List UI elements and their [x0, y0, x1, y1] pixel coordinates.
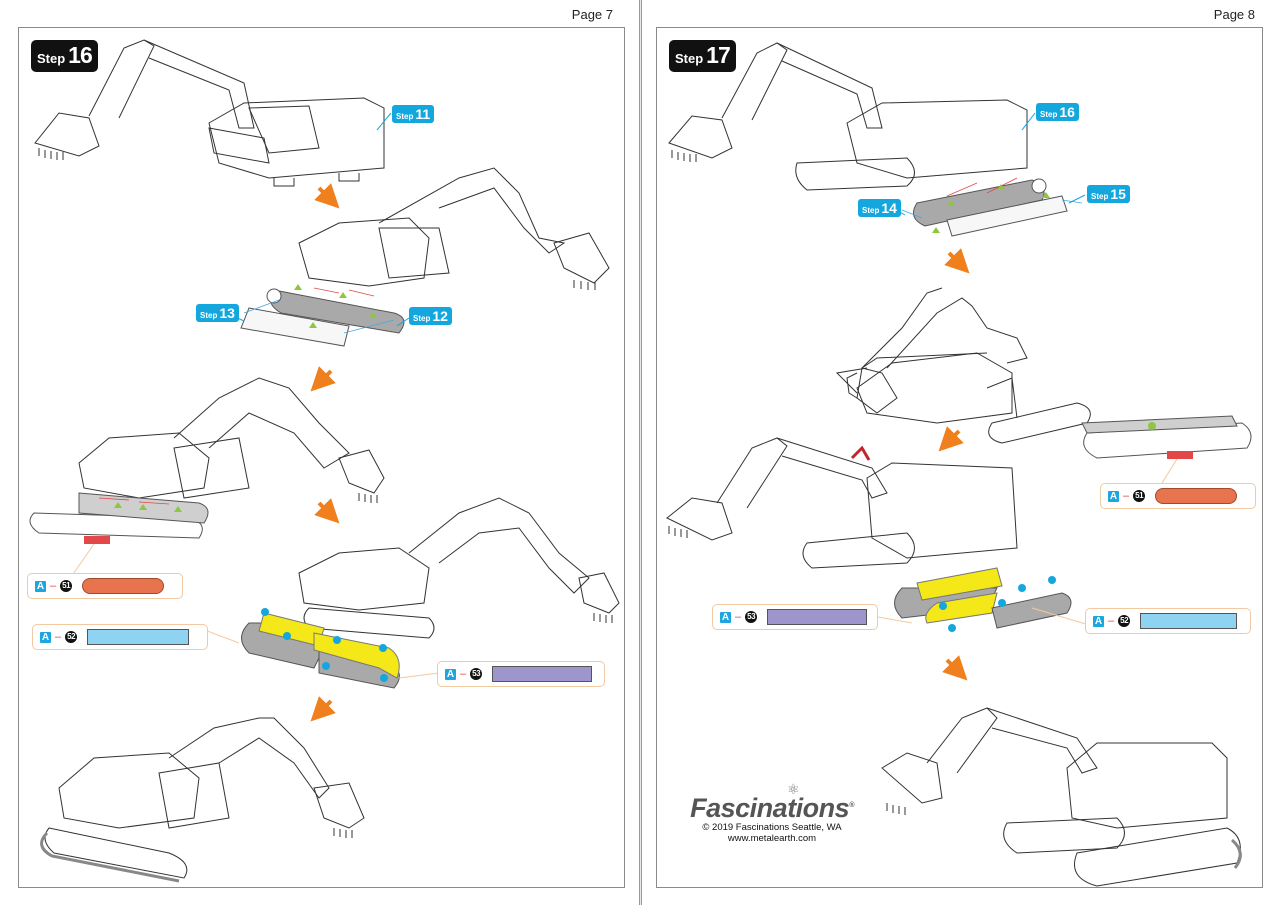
excavator-illustration-5: [40, 717, 365, 883]
excavator-illustration-3: [78, 377, 385, 503]
fascinations-logo: ⚛ Fascinations® © 2019 Fascinations Seat…: [687, 781, 857, 844]
part-callout: A – 52: [32, 624, 208, 650]
ref-number: 11: [415, 106, 431, 122]
step-reference-badge: Step 14: [858, 199, 901, 217]
ref-number: 16: [1059, 104, 1075, 120]
excavator-illustration-4: [881, 707, 1242, 887]
track-side-parts-1: [901, 177, 1083, 237]
excavator-illustration-2: [298, 167, 610, 290]
excavator-illustration-4: [298, 497, 620, 639]
part-shape-51: [1155, 488, 1238, 504]
track-side-parts-2: [1081, 415, 1252, 484]
arrow-down-right: [942, 655, 968, 681]
track-belts-assembly: [193, 608, 440, 689]
ref-word: Step: [413, 314, 431, 323]
excavator-illustration-1: [34, 39, 385, 187]
ref-word: Step: [200, 311, 218, 320]
step-word: Step: [675, 51, 704, 66]
arrow-down-right: [314, 498, 340, 524]
atom-icon: ⚛: [787, 781, 800, 797]
step-word: Step: [37, 51, 66, 66]
part-shape-52: [87, 629, 190, 645]
track-belts-assembly: [866, 567, 1090, 632]
separator: –: [1123, 490, 1130, 502]
ref-word: Step: [1040, 110, 1058, 119]
instruction-frame: Step 16: [18, 27, 625, 888]
step-number: 17: [706, 42, 731, 68]
brand-name: Fascinations®: [690, 793, 854, 823]
ref-number: 15: [1110, 186, 1126, 202]
step-badge: Step 16: [31, 40, 98, 72]
part-number: 51: [60, 580, 73, 592]
page-number: Page 7: [571, 7, 613, 22]
step-reference-badge: Step 15: [1087, 185, 1130, 203]
part-callout: A – 53: [437, 661, 605, 687]
arrow-down-left: [938, 426, 964, 452]
part-number: 53: [745, 611, 758, 623]
assembly-illustration: [29, 39, 620, 883]
part-shape-53: [492, 666, 593, 682]
highlighted-part-red: [850, 445, 871, 461]
ref-number: 13: [219, 305, 235, 321]
separator: –: [460, 668, 467, 680]
part-shape-53: [767, 609, 868, 625]
page-7: Page 7 Step 16: [18, 0, 640, 905]
arrow-down-right: [314, 183, 340, 209]
step-reference-badge: Step 12: [409, 307, 452, 325]
ref-word: Step: [396, 112, 414, 121]
step-reference-badge: Step 16: [1036, 103, 1079, 121]
instruction-frame: Step 17: [656, 27, 1263, 888]
sheet-letter: A: [720, 611, 731, 623]
part-number: 52: [65, 631, 78, 643]
sheet-letter: A: [35, 580, 46, 592]
sheet-letter: A: [1093, 615, 1104, 627]
excavator-illustration-1: [668, 42, 1028, 191]
step-badge: Step 17: [669, 40, 736, 72]
separator: –: [735, 611, 742, 623]
separator: –: [1108, 615, 1115, 627]
part-callout: A – 51: [27, 573, 183, 599]
sheet-letter: A: [40, 631, 51, 643]
part-callout: A – 51: [1100, 483, 1256, 509]
track-side-parts-2: [29, 492, 209, 581]
ref-word: Step: [1091, 192, 1109, 201]
arrow-down-left: [310, 366, 336, 392]
arrow-down-left: [310, 696, 336, 722]
website-url: www.metalearth.com: [727, 833, 817, 844]
copyright-text: © 2019 Fascinations Seattle, WA: [702, 822, 842, 833]
excavator-illustration-2: [835, 287, 1091, 444]
separator: –: [55, 631, 62, 643]
direction-arrows: [310, 183, 340, 722]
separator: –: [50, 580, 57, 592]
ref-word: Step: [862, 206, 880, 215]
part-callout: A – 52: [1085, 608, 1251, 634]
part-shape-52: [1140, 613, 1238, 629]
part-number: 51: [1133, 490, 1146, 502]
direction-arrows: [938, 248, 970, 681]
part-number: 52: [1118, 615, 1131, 627]
excavator-illustration-3: [666, 437, 1018, 569]
part-shape-51: [82, 578, 165, 594]
assembly-illustration: [666, 42, 1252, 887]
part-callout: A – 53: [712, 604, 878, 630]
sheet-letter: A: [445, 668, 456, 680]
page-8: Page 8 Step 17: [641, 0, 1280, 905]
arrow-down-right: [944, 248, 970, 274]
step-reference-badge: Step 11: [392, 105, 435, 123]
sheet-letter: A: [1108, 490, 1119, 502]
step-number: 16: [68, 42, 93, 68]
page-gutter: [639, 0, 641, 905]
track-side-parts-1: [240, 284, 405, 347]
ref-number: 12: [432, 308, 448, 324]
ref-number: 14: [881, 200, 897, 216]
page-number: Page 8: [1213, 7, 1255, 22]
step-reference-badge: Step 13: [196, 304, 239, 322]
part-number: 53: [470, 668, 483, 680]
